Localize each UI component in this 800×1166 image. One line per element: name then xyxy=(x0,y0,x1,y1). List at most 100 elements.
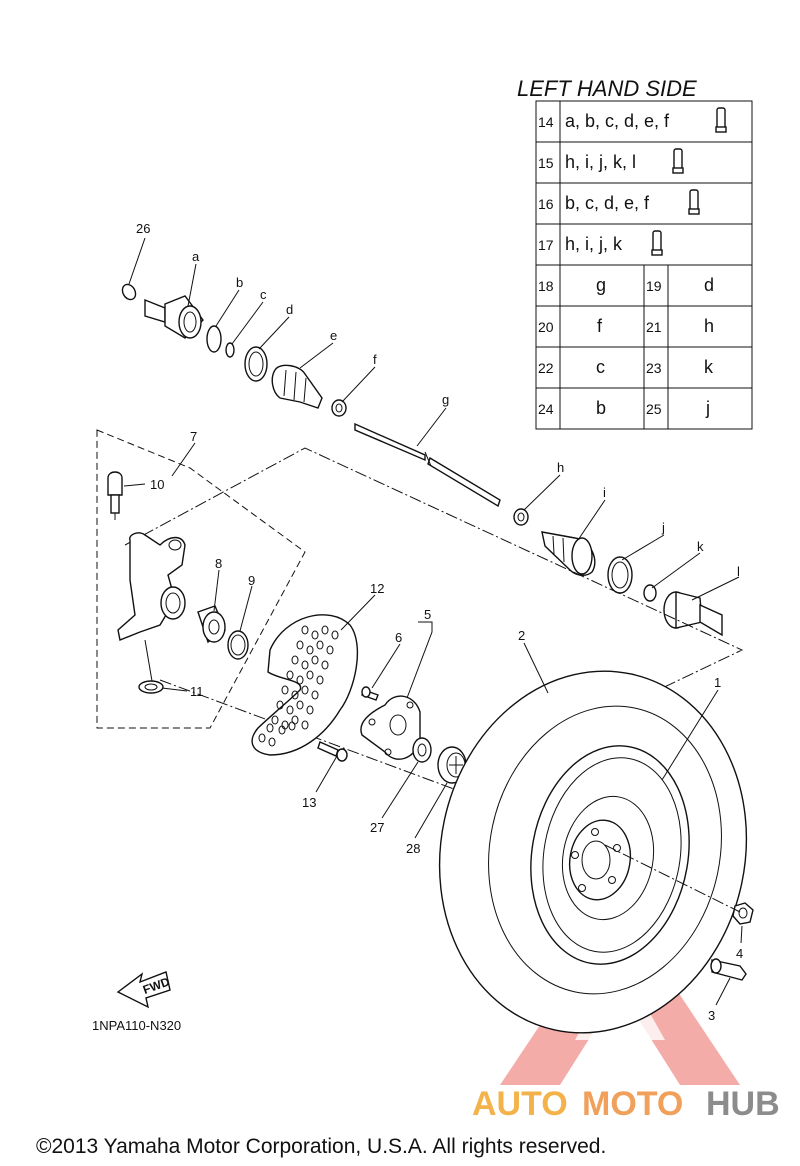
table-num-16: 16 xyxy=(538,196,554,212)
disc-hole xyxy=(286,705,294,715)
disc-hole xyxy=(306,645,314,655)
forward-arrow-icon: FWD xyxy=(116,971,172,1009)
table-text-14: a, b, c, d, e, f xyxy=(565,111,670,131)
table-val-20: f xyxy=(597,316,603,336)
label-13: 13 xyxy=(302,795,316,810)
label-8: 8 xyxy=(215,556,222,571)
label-28: 28 xyxy=(406,841,420,856)
table-num-17: 17 xyxy=(538,237,554,253)
table-text-17: h, i, j, k xyxy=(565,234,623,254)
bolt-13 xyxy=(317,741,348,762)
label-d: d xyxy=(286,302,293,317)
disc-hole xyxy=(326,645,334,655)
disc-hole xyxy=(281,685,289,695)
disc-hole xyxy=(258,733,266,743)
label-3: 3 xyxy=(708,1008,715,1023)
label-5: 5 xyxy=(424,607,431,622)
bearing-8 xyxy=(197,605,226,644)
table-num-19: 19 xyxy=(646,278,662,294)
disc-hole xyxy=(331,630,339,640)
disc-hole xyxy=(276,700,284,710)
disc-hole xyxy=(266,723,274,733)
boot-band-f xyxy=(331,399,347,417)
label-c: c xyxy=(260,287,267,302)
clip-c xyxy=(225,342,235,358)
axle-nut-27 xyxy=(412,737,432,763)
watermark-text: AUTO MOTO HUB xyxy=(472,1085,780,1123)
bolt-6 xyxy=(361,686,379,701)
grease-tube-icon xyxy=(688,189,700,215)
label-26: 26 xyxy=(136,221,150,236)
diagram-code: 1NPA110-N320 xyxy=(92,1018,181,1033)
table-val-21: h xyxy=(704,316,714,336)
label-a: a xyxy=(192,249,200,264)
table-num-15: 15 xyxy=(538,155,554,171)
disc-hole xyxy=(296,675,304,685)
label-7: 7 xyxy=(190,429,197,444)
copyright-notice: ©2013 Yamaha Motor Corporation, U.S.A. A… xyxy=(36,1135,606,1158)
table-text-15: h, i, j, k, l xyxy=(565,152,636,172)
label-k: k xyxy=(697,539,704,554)
table-num-20: 20 xyxy=(538,319,554,335)
disc-hole xyxy=(316,640,324,650)
stud-3 xyxy=(710,958,747,981)
disc-hole xyxy=(291,655,299,665)
disc-hole xyxy=(306,670,314,680)
table-num-14: 14 xyxy=(538,114,554,130)
label-12: 12 xyxy=(370,581,384,596)
label-2: 2 xyxy=(518,628,525,643)
disc-hole xyxy=(288,721,296,731)
label-e: e xyxy=(330,328,337,343)
clip-k xyxy=(643,584,657,602)
cv-joint-l xyxy=(663,591,723,637)
disc-hole xyxy=(278,725,286,735)
disc-hole xyxy=(311,690,319,700)
label-10: 10 xyxy=(150,477,164,492)
knuckle-assembly-box xyxy=(96,429,306,729)
disc-hole xyxy=(296,640,304,650)
label-f: f xyxy=(373,352,377,367)
disc-hole xyxy=(286,670,294,680)
disc-hole xyxy=(301,685,309,695)
disc-hole xyxy=(321,625,329,635)
table-val-24: b xyxy=(596,398,606,418)
disc-hole xyxy=(301,625,309,635)
disc-hole xyxy=(311,655,319,665)
label-9: 9 xyxy=(248,573,255,588)
grease-tube-icon xyxy=(651,230,663,256)
table-num-21: 21 xyxy=(646,319,662,335)
knuckle-7 xyxy=(117,532,186,641)
table-val-18: g xyxy=(596,275,606,295)
label-4: 4 xyxy=(736,946,743,961)
table-num-18: 18 xyxy=(538,278,554,294)
snap-ring-9 xyxy=(227,630,249,660)
disc-hole xyxy=(296,700,304,710)
cv-joint-a xyxy=(144,295,204,339)
disc-hole xyxy=(291,690,299,700)
boot-e xyxy=(271,364,323,409)
table-val-22: c xyxy=(596,357,605,377)
svg-text:AUTO: AUTO xyxy=(472,1085,568,1123)
table-val-23: k xyxy=(704,357,714,377)
wheel-1 xyxy=(530,745,690,965)
circlip-26 xyxy=(121,283,137,301)
label-g: g xyxy=(442,392,449,407)
lug-nut-4 xyxy=(732,902,754,925)
clip-11 xyxy=(138,680,164,694)
left-hand-side-table: LEFT HAND SIDE 14 a, b, c, d, e, f 15 h,… xyxy=(517,76,753,430)
label-b: b xyxy=(236,275,243,290)
drive-shaft-assembly xyxy=(121,283,723,637)
boot-i xyxy=(541,531,596,577)
disc-hole xyxy=(268,737,276,747)
label-11: 11 xyxy=(190,684,204,699)
label-h: h xyxy=(557,460,564,475)
disc-hole xyxy=(301,660,309,670)
clip-b xyxy=(206,325,222,353)
callout-labels: 26 a b c d e f g h i j k l 7 10 8 9 11 1… xyxy=(136,221,743,1023)
steering-knuckle-assembly xyxy=(107,471,249,694)
label-27: 27 xyxy=(370,820,384,835)
table-val-19: d xyxy=(704,275,714,295)
disc-hole xyxy=(311,630,319,640)
ball-joint-10 xyxy=(107,471,123,520)
